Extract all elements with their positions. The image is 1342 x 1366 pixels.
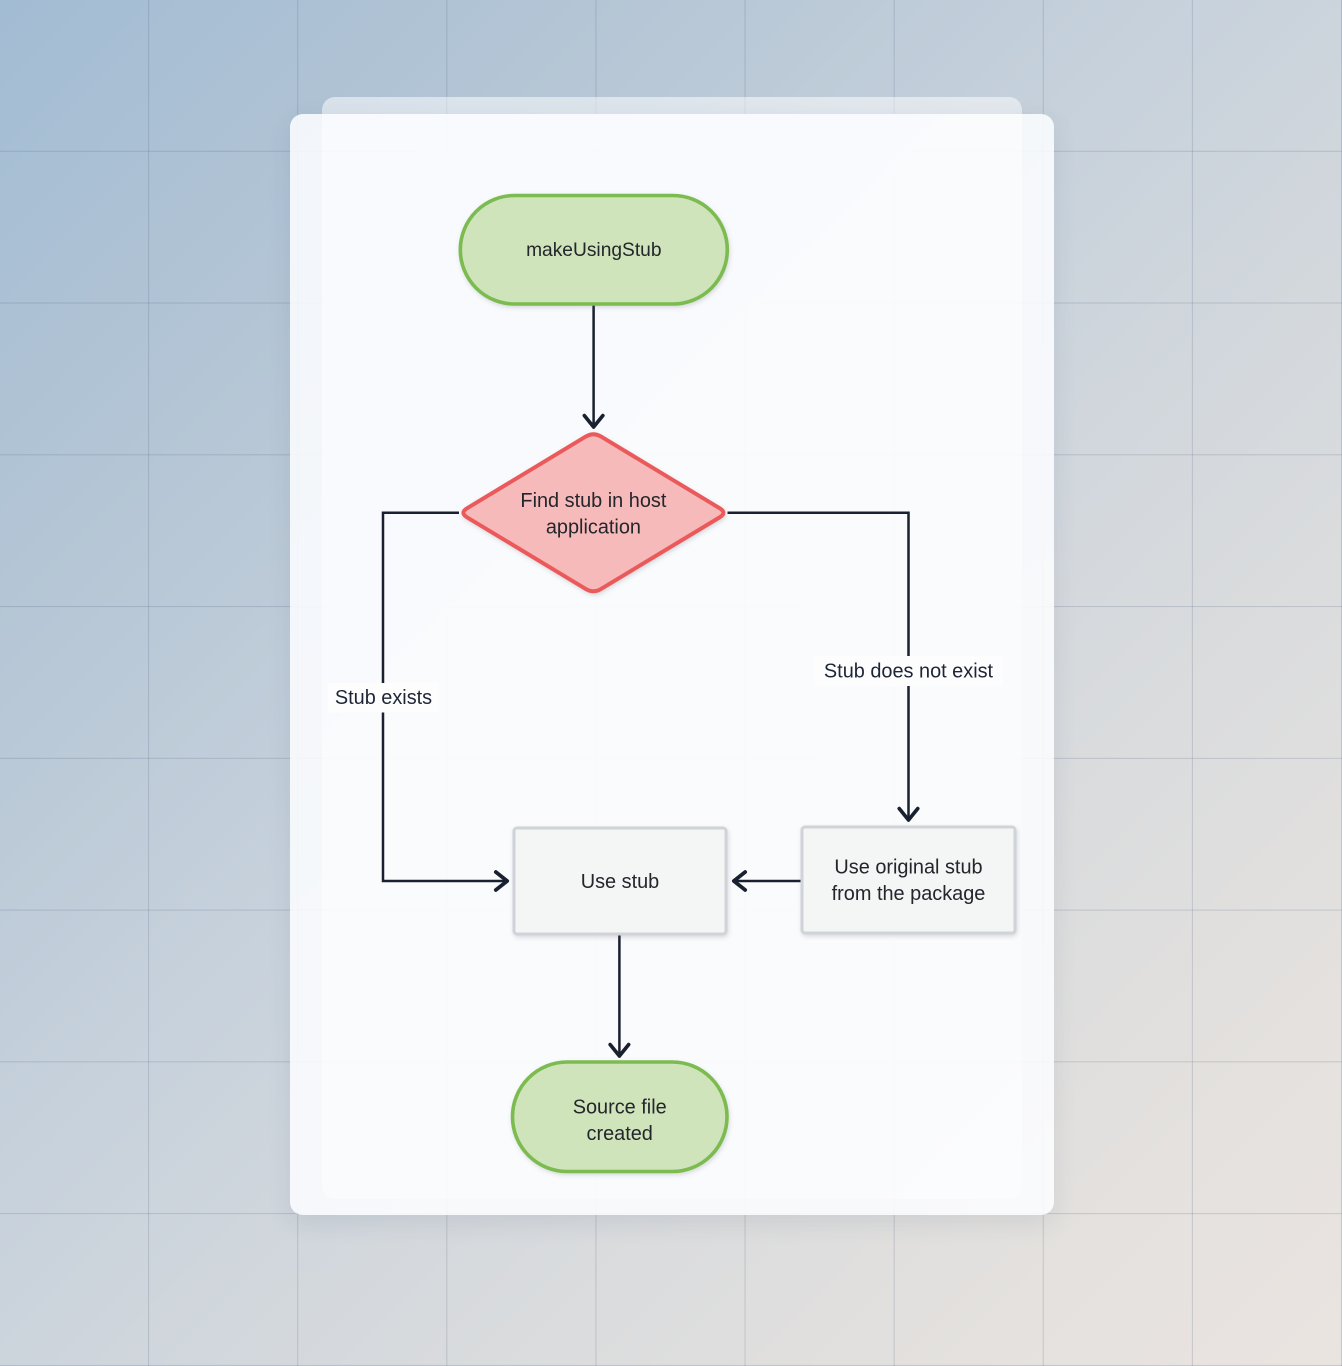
- svg-text:application: application: [546, 517, 641, 539]
- svg-text:created: created: [587, 1123, 653, 1145]
- svg-text:Stub exists: Stub exists: [335, 687, 432, 709]
- svg-text:makeUsingStub: makeUsingStub: [526, 240, 661, 261]
- svg-text:Source file: Source file: [573, 1097, 667, 1119]
- svg-text:Use stub: Use stub: [581, 871, 660, 893]
- svg-text:Stub does not exist: Stub does not exist: [824, 661, 994, 683]
- svg-text:Use original stub: Use original stub: [834, 857, 982, 879]
- svg-text:from the package: from the package: [832, 883, 986, 905]
- svg-text:Find stub in host: Find stub in host: [520, 490, 666, 512]
